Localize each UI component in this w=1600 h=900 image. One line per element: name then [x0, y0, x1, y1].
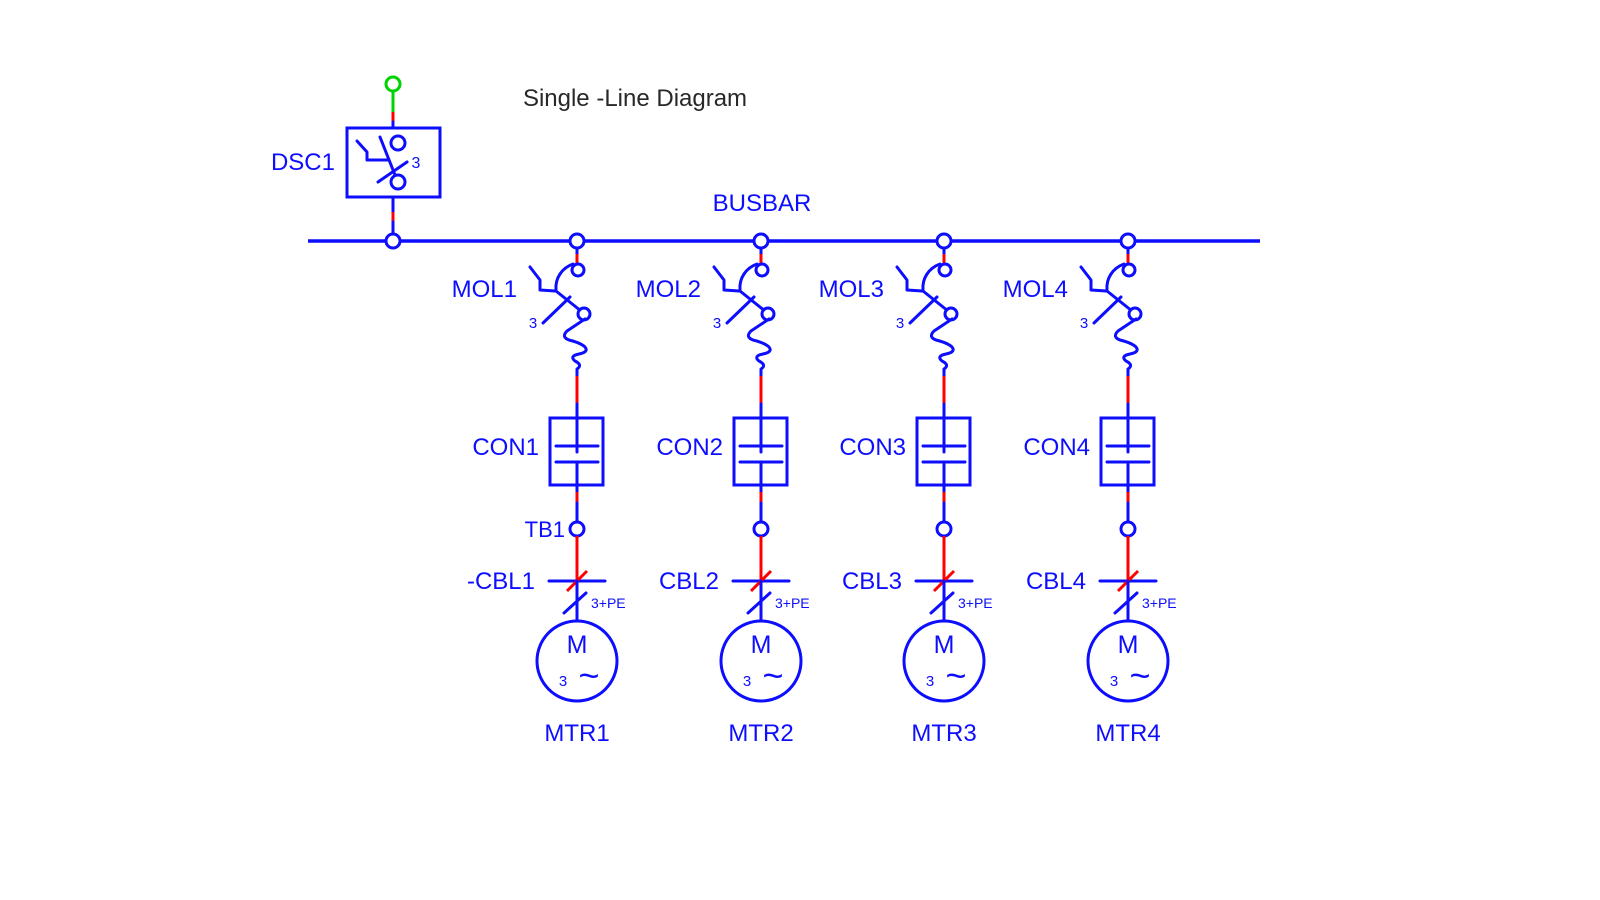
- feeder-branch-2: MOL2 3 CON2 CBL2 3+PE M 3 ~ MTR2: [636, 232, 810, 747]
- feeder-branch-1: MOL1 3 CON1 TB1 -CBL1 3+PE M 3 ~ MTR1: [452, 232, 626, 747]
- cable-cores-label: 3+PE: [591, 595, 626, 611]
- cable-label: CBL2: [659, 568, 719, 595]
- feeder-branch-4: MOL4 3 CON4 CBL4 3+PE M 3 ~ MTR4: [1003, 232, 1177, 747]
- motor-phases: 3: [926, 673, 934, 690]
- motor-label: MTR2: [728, 720, 793, 747]
- disconnector-poles: 3: [412, 155, 421, 172]
- terminal-label: TB1: [525, 517, 565, 542]
- contactor-label: CON3: [839, 434, 906, 461]
- cable-cores-label: 3+PE: [775, 595, 810, 611]
- motor-phases: 3: [1110, 673, 1118, 690]
- motor-letter: M: [751, 631, 772, 659]
- motor-label: MTR4: [1095, 720, 1160, 747]
- breaker-poles: 3: [529, 315, 537, 332]
- breaker-poles: 3: [713, 315, 721, 332]
- motor-label: MTR3: [911, 720, 976, 747]
- contactor-label: CON1: [472, 434, 539, 461]
- disconnector-bottom-terminal-circle: [389, 173, 407, 191]
- motor-letter: M: [934, 631, 955, 659]
- motor-wave-icon: ~: [945, 655, 966, 696]
- motor-letter: M: [1118, 631, 1139, 659]
- cable-label: CBL4: [1026, 568, 1086, 595]
- disconnector-top-terminal-circle: [389, 134, 407, 152]
- disconnector-label: DSC1: [271, 149, 335, 176]
- breaker-label: MOL4: [1003, 276, 1068, 303]
- cable-cores-label: 3+PE: [1142, 595, 1177, 611]
- disconnector-group: 3 DSC1: [271, 75, 442, 250]
- cable-label: CBL3: [842, 568, 902, 595]
- breaker-poles: 3: [1080, 315, 1088, 332]
- motor-label: MTR1: [544, 720, 609, 747]
- motor-wave-icon: ~: [1129, 655, 1150, 696]
- cable-label: -CBL1: [467, 568, 535, 595]
- supply-terminal-circle: [384, 75, 402, 93]
- contactor-label: CON2: [656, 434, 723, 461]
- breaker-label: MOL2: [636, 276, 701, 303]
- disconnector-blade: [378, 135, 397, 177]
- motor-wave-icon: ~: [762, 655, 783, 696]
- busbar-node-circle: [384, 232, 402, 250]
- motor-letter: M: [567, 631, 588, 659]
- cable-cores-label: 3+PE: [958, 595, 993, 611]
- motor-phases: 3: [743, 673, 751, 690]
- breaker-label: MOL1: [452, 276, 517, 303]
- contactor-label: CON4: [1023, 434, 1090, 461]
- motor-wave-icon: ~: [578, 655, 599, 696]
- feeder-branch-3: MOL3 3 CON3 CBL3 3+PE M 3 ~ MTR3: [819, 232, 993, 747]
- page-title: Single -Line Diagram: [523, 85, 747, 112]
- breaker-poles: 3: [896, 315, 904, 332]
- disconnector-cross-stroke: [376, 160, 409, 184]
- busbar-label: BUSBAR: [713, 190, 812, 217]
- disconnector-operator-hook: [355, 139, 390, 162]
- motor-phases: 3: [559, 673, 567, 690]
- breaker-label: MOL3: [819, 276, 884, 303]
